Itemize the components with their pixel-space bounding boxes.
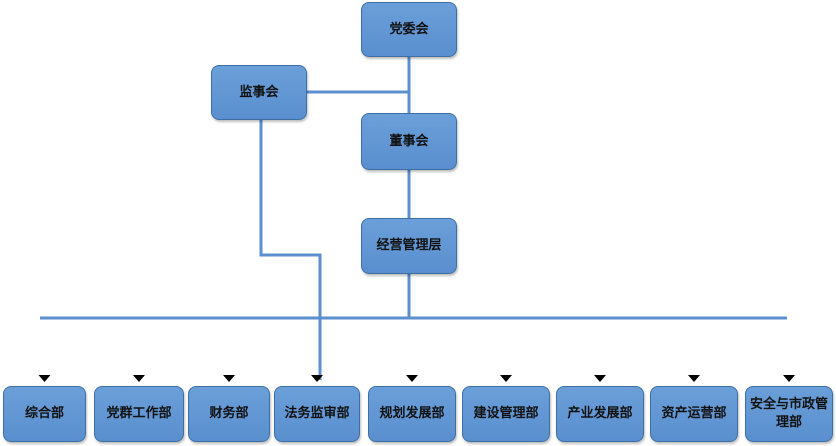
arrowhead-2 [133,375,145,382]
department-box-3[interactable]: 财务部 [188,386,270,442]
arrowhead-7 [594,375,606,382]
line-supervisory-to-legal [259,120,322,380]
arrowhead-4 [311,375,323,382]
management-box[interactable]: 经营管理层 [361,218,457,274]
department-box-6[interactable]: 建设管理部 [462,386,550,442]
arrowhead-9 [783,375,795,382]
arrowhead-5 [406,375,418,382]
supervisory-board-box[interactable]: 监事会 [211,65,307,120]
arrowhead-8 [688,375,700,382]
department-box-1[interactable]: 综合部 [3,386,86,442]
party-committee-box[interactable]: 党委会 [361,2,457,57]
arrowhead-1 [38,375,51,382]
arrowhead-6 [500,375,512,382]
department-drop-lines [38,375,795,382]
department-box-7[interactable]: 产业发展部 [556,386,644,442]
board-of-directors-box[interactable]: 董事会 [361,113,457,170]
department-box-8[interactable]: 资产运营部 [650,386,738,442]
department-box-9[interactable]: 安全与市政管理部 [745,386,833,442]
department-box-2[interactable]: 党群工作部 [94,386,184,442]
arrowhead-3 [223,375,235,382]
department-box-4[interactable]: 法务监审部 [274,386,360,442]
department-box-5[interactable]: 规划发展部 [368,386,456,442]
